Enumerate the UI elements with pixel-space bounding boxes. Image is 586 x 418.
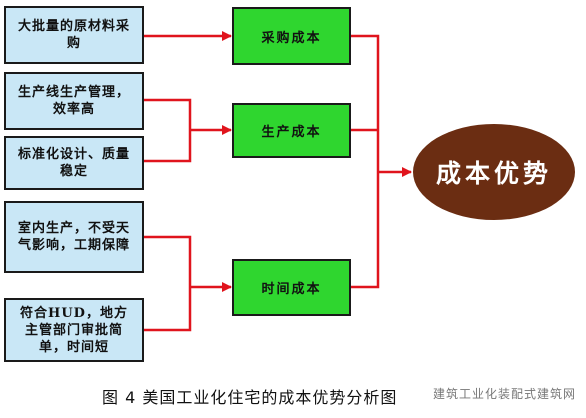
input-hud-compliance: 符合HUD，地方主管部门审批简单，时间短: [4, 298, 144, 362]
connector-standard-design: [144, 130, 192, 163]
figure-caption: 图 4 美国工业化住宅的成本优势分析图: [102, 388, 398, 407]
result-label: 成本优势: [435, 159, 552, 188]
cost-production: 生产成本: [232, 103, 351, 158]
cost-procurement: 采购成本: [232, 7, 351, 65]
connector-line-production: [144, 98, 192, 130]
input-bulk-material: 大批量的原材料采购: [4, 6, 144, 64]
input-indoor-production: 室内生产，不受天气影响，工期保障: [4, 201, 144, 273]
input-line-production: 生产线生产管理，效率高: [4, 72, 144, 130]
connector-procurement-out: [351, 34, 380, 172]
connector-hud-compliance: [144, 287, 192, 332]
cost-time: 时间成本: [232, 259, 351, 316]
source-watermark: 建筑工业化装配式建筑网: [432, 387, 576, 401]
connector-indoor-production: [144, 235, 192, 287]
connector-time-out: [351, 172, 380, 289]
result-cost-advantage: 成本优势: [413, 124, 575, 220]
input-standard-design: 标准化设计、质量稳定: [4, 136, 144, 190]
